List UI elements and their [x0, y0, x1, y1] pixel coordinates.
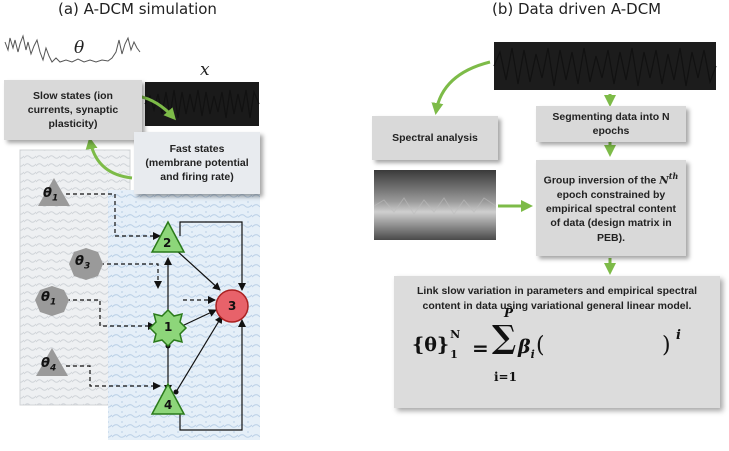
region-node-1-label: 1 — [164, 320, 173, 334]
panel-b-title: (b) Data driven A-DCM — [492, 0, 662, 18]
equation-beta: βi — [518, 336, 535, 361]
region-node-3 — [215, 289, 249, 323]
group-inversion-box: Group inversion of the Nth epoch constra… — [536, 160, 686, 256]
x-signal-trace — [145, 82, 259, 126]
sum-lower-limit: i=1 — [494, 370, 517, 384]
theta-node-3 — [69, 248, 103, 280]
region-node-4 — [150, 382, 186, 415]
theta-node-4 — [36, 348, 68, 376]
signal-to-spectral-arrow — [431, 60, 491, 115]
fast-states-box: Fast states (membrane potential and firi… — [134, 132, 260, 194]
theta-signal-trace — [4, 34, 141, 63]
region-node-1 — [148, 308, 188, 348]
sum-symbol: ∑ — [492, 318, 517, 356]
region-node-2-label: 2 — [163, 236, 172, 250]
x-label: x — [200, 60, 210, 80]
link-model-text: Link slow variation in parameters and em… — [416, 285, 698, 312]
equation-open-paren: ( — [536, 333, 545, 358]
equation-power: i — [676, 328, 681, 343]
equation-equals: = — [472, 336, 489, 360]
fast-to-slow-arrow — [85, 137, 133, 180]
theta-node-1-top — [38, 178, 70, 206]
theta-node-1-mid — [35, 286, 69, 316]
slow-states-box: Slow states (ion currents, synaptic plas… — [4, 80, 142, 140]
theta-node-3-label: θ3 — [75, 254, 91, 272]
panel-a-title: (a) A-DCM simulation — [58, 0, 217, 18]
sum-upper-limit: P — [504, 306, 514, 320]
theta-label: θ — [74, 38, 85, 58]
equation-close-paren: ) — [662, 333, 671, 358]
region-node-2 — [150, 220, 186, 253]
spectrogram-image — [374, 170, 496, 240]
region-node-3-label: 3 — [228, 299, 237, 313]
region-node-4-label: 4 — [164, 398, 173, 412]
segmenting-box: Segmenting data into N epochs — [536, 106, 686, 142]
theta-node-1-mid-label: θ1 — [41, 290, 57, 308]
theta-node-4-label: θ4 — [41, 356, 57, 374]
link-model-box: Link slow variation in parameters and em… — [394, 276, 720, 408]
spectral-analysis-box: Spectral analysis — [372, 116, 498, 160]
theta-node-1-top-label: θ1 — [43, 186, 59, 204]
